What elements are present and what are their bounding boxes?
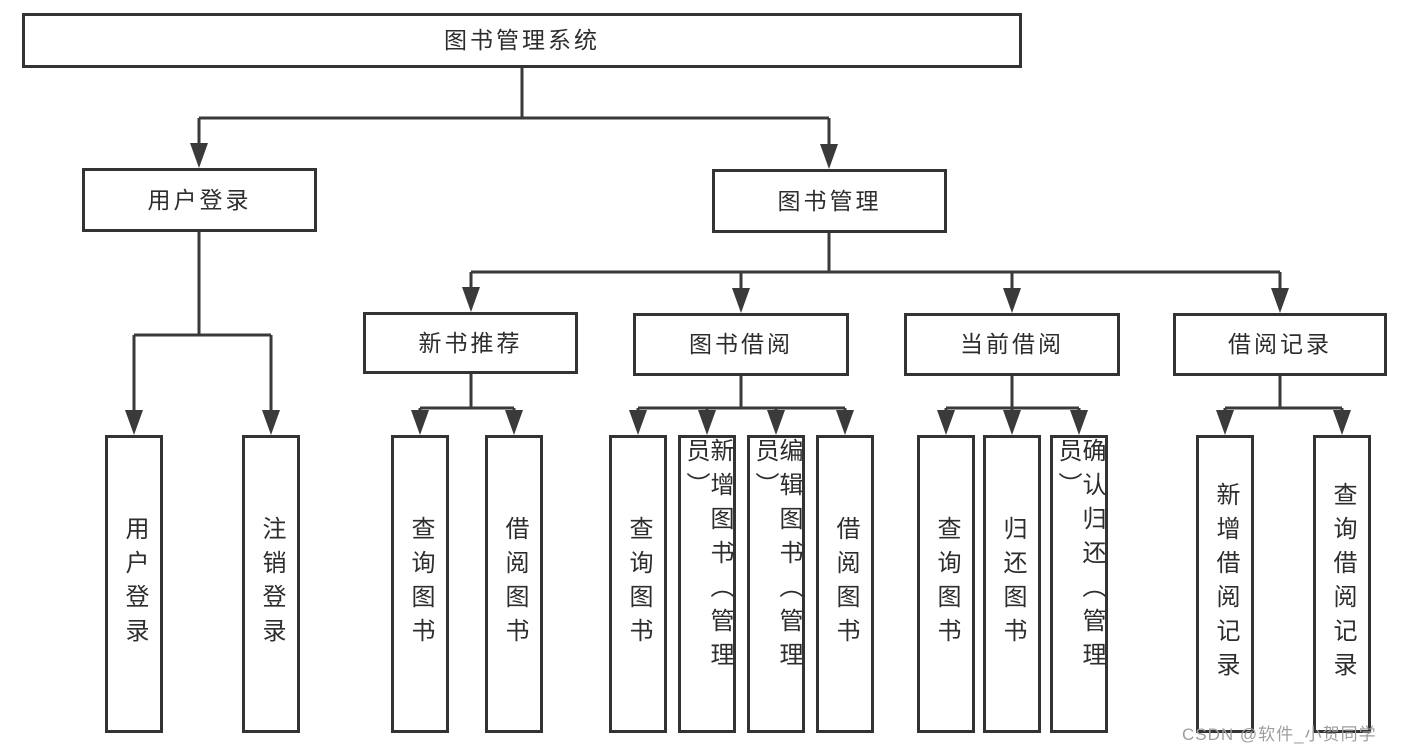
leaf-add-books-admin: 新增图书（管理员） (678, 435, 736, 733)
leaf-query-books-recommend: 查询图书 (391, 435, 449, 733)
node-label: 借阅图书 (832, 516, 859, 652)
node-label: 新书推荐 (418, 329, 523, 356)
node-book-borrow: 图书借阅 (633, 313, 849, 376)
node-label: 确认归还（管理员） (1054, 438, 1105, 676)
node-label: 新增借阅记录 (1212, 482, 1239, 686)
node-label: 用户登录 (121, 516, 148, 652)
node-label: 查询图书 (933, 516, 960, 652)
node-new-book-recommend: 新书推荐 (363, 312, 578, 374)
node-label: 图书管理 (777, 187, 882, 214)
node-library-management-system: 图书管理系统 (22, 13, 1022, 68)
node-label: 查询图书 (407, 516, 434, 652)
leaf-return-books: 归还图书 (983, 435, 1041, 733)
leaf-logout: 注销登录 (242, 435, 300, 733)
node-label: 借阅图书 (501, 516, 528, 652)
node-borrow-records: 借阅记录 (1173, 313, 1387, 376)
node-label: 编辑图书（管理员） (751, 438, 802, 676)
leaf-query-books-borrow: 查询图书 (609, 435, 667, 733)
leaf-borrow-books: 借阅图书 (816, 435, 874, 733)
leaf-user-login: 用户登录 (105, 435, 163, 733)
node-label: 图书借阅 (689, 331, 793, 357)
leaf-borrow-books-recommend: 借阅图书 (485, 435, 543, 733)
node-label: 图书管理系统 (444, 27, 600, 53)
leaf-confirm-return-admin: 确认归还（管理员） (1050, 435, 1108, 733)
node-label: 注销登录 (258, 516, 285, 652)
node-label: 查询图书 (625, 516, 652, 652)
node-label: 查询借阅记录 (1329, 482, 1356, 686)
node-label: 当前借阅 (960, 331, 1064, 357)
node-label: 借阅记录 (1228, 331, 1332, 357)
leaf-query-books-current: 查询图书 (917, 435, 975, 733)
node-user-login: 用户登录 (82, 168, 317, 232)
node-current-borrow: 当前借阅 (904, 313, 1120, 376)
leaf-add-borrow-record: 新增借阅记录 (1196, 435, 1254, 733)
node-label: 新增图书（管理员） (682, 438, 733, 676)
leaf-query-borrow-record: 查询借阅记录 (1313, 435, 1371, 733)
leaf-edit-books-admin: 编辑图书（管理员） (747, 435, 805, 733)
node-book-management: 图书管理 (712, 169, 947, 233)
csdn-watermark: CSDN @软件_小贺同学 (1182, 725, 1377, 744)
node-label: 归还图书 (999, 516, 1026, 652)
node-label: 用户登录 (147, 186, 252, 213)
